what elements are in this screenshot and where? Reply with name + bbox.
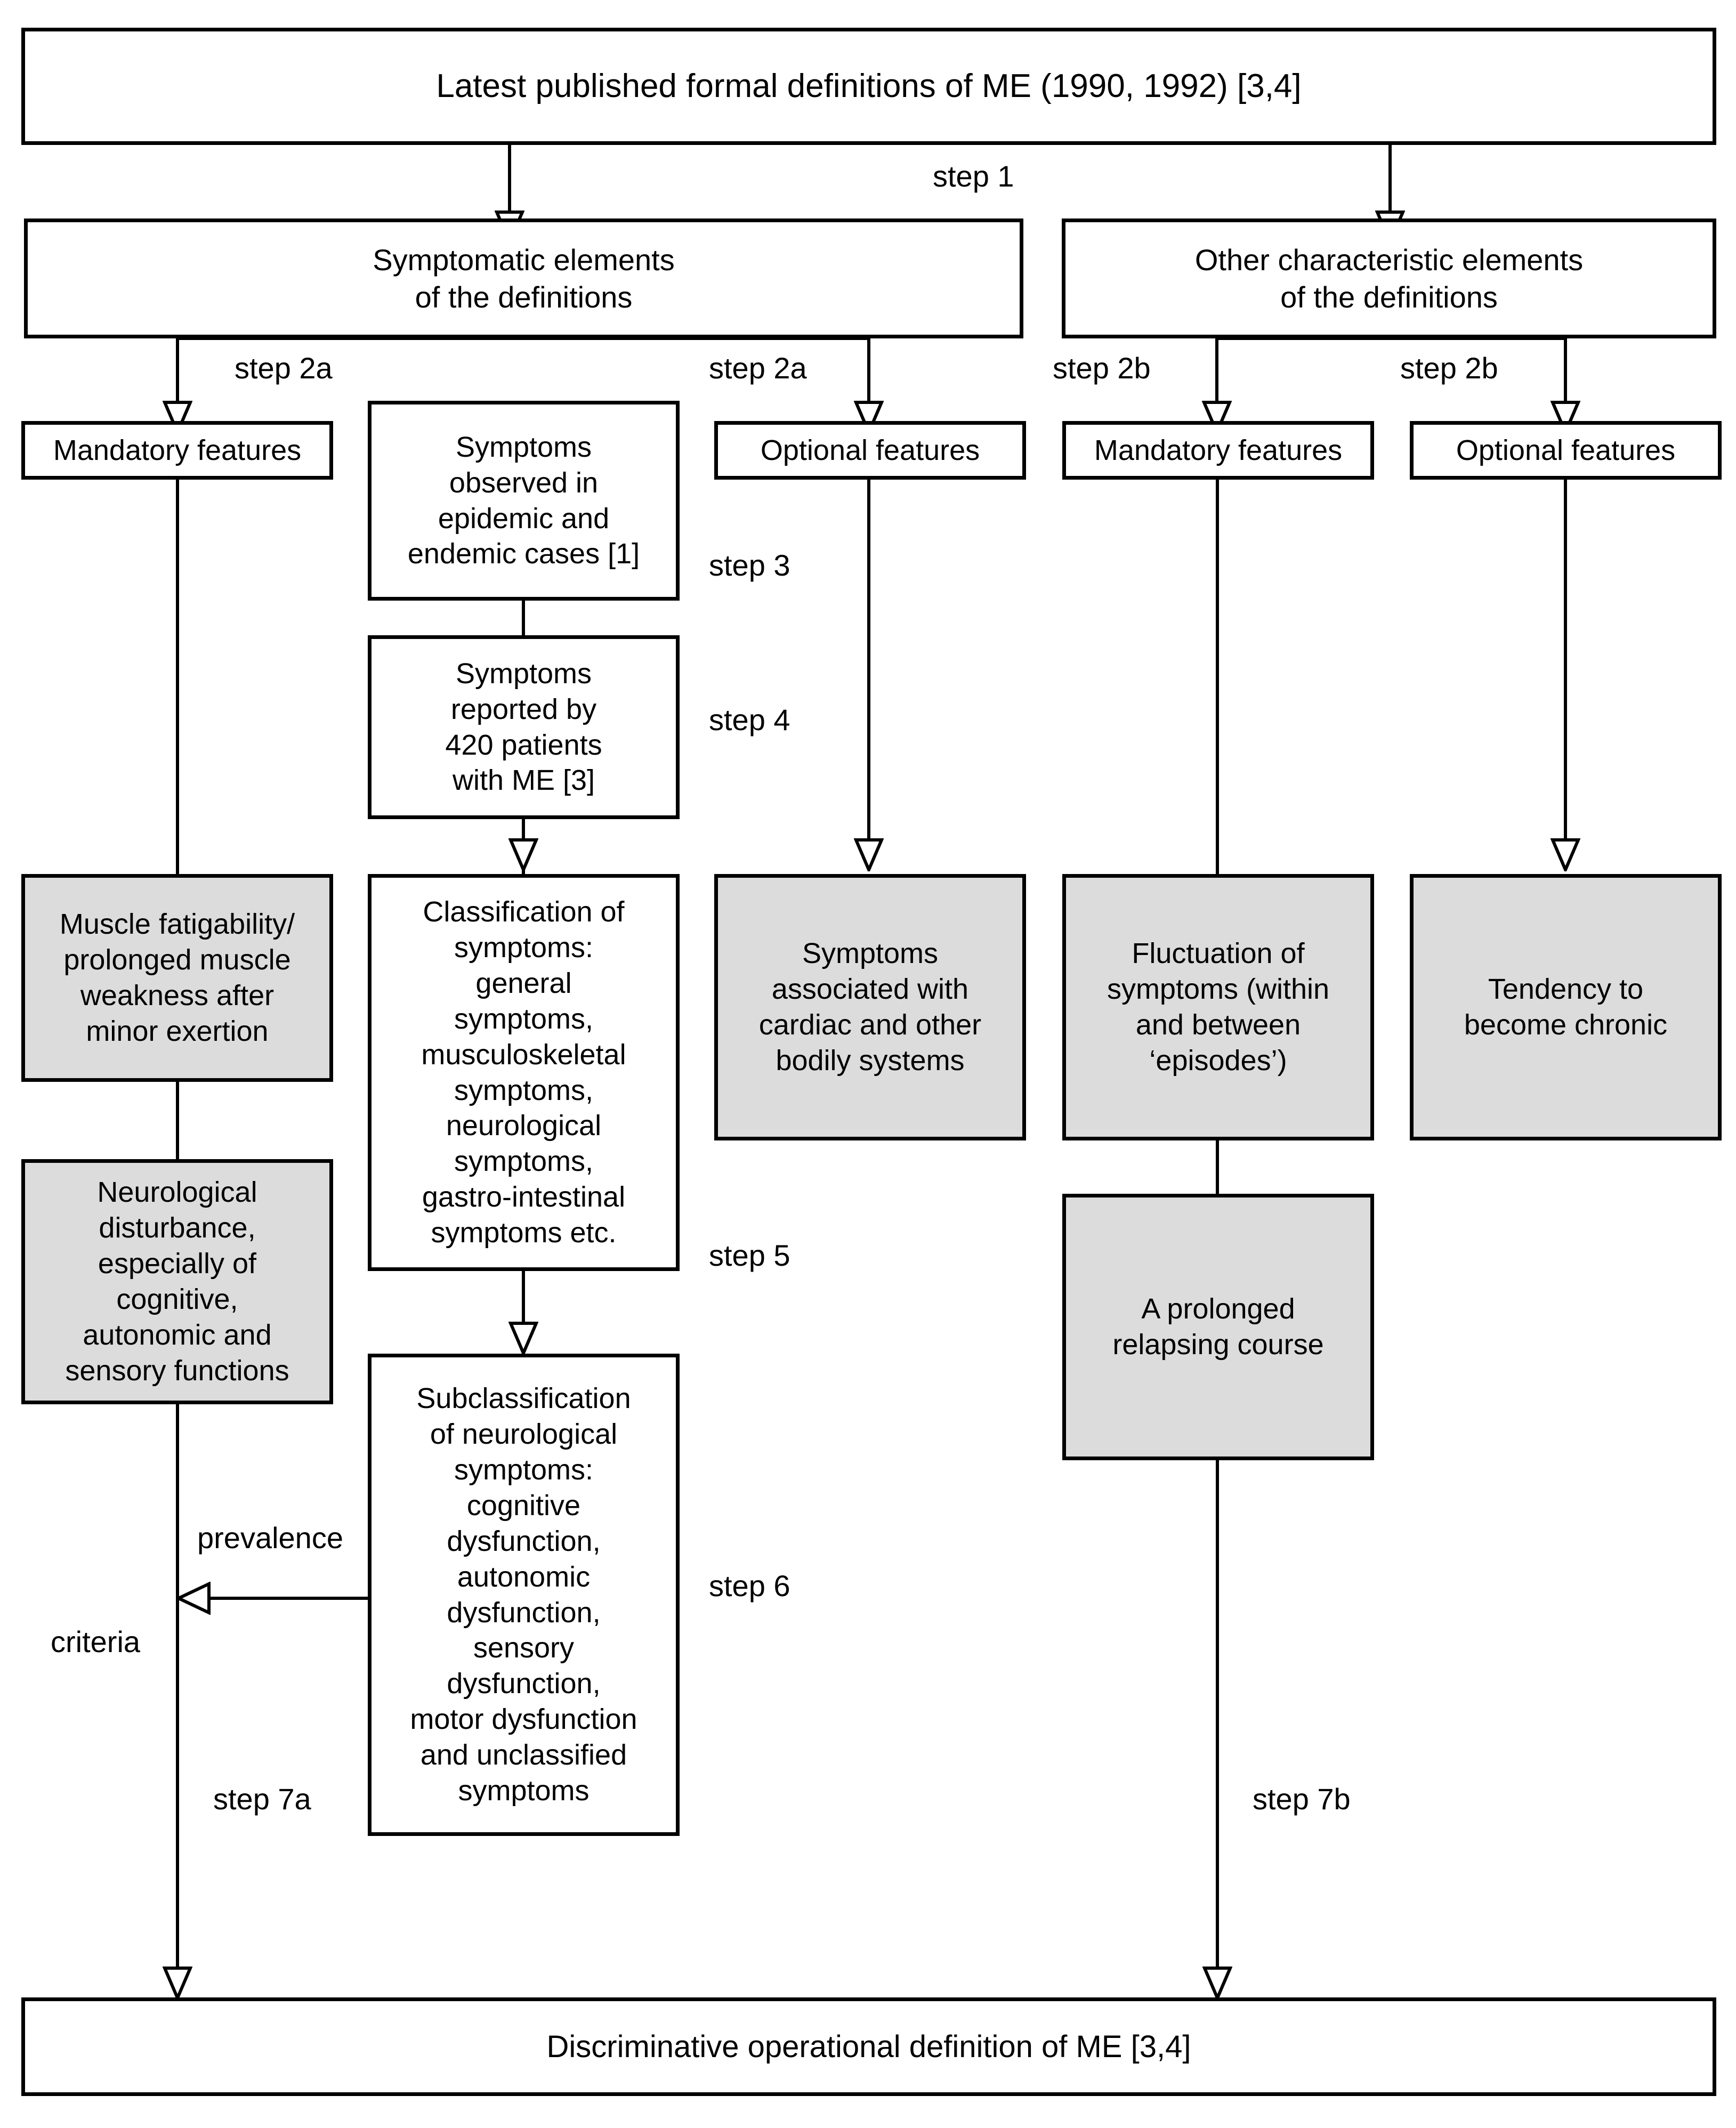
box-classification-of-symptoms: Classification of symptoms: general symp… [368, 874, 680, 1271]
step-label-step4: step 4 [709, 703, 790, 737]
box-symptomatic-elements: Symptomatic elements of the definitions [24, 219, 1023, 338]
box-label: Symptoms associated with cardiac and oth… [758, 937, 982, 1077]
box-label: Muscle fatigability/ prolonged muscle we… [59, 908, 295, 1047]
connector-optional-b-down [1564, 480, 1567, 853]
box-label: Optional features [1456, 434, 1676, 466]
step-label-step2a-right: step 2a [709, 351, 807, 385]
box-label: Discriminative operational definition of… [546, 2029, 1191, 2064]
step-label-step1: step 1 [933, 159, 1014, 193]
connector-mandatory-b-down [1216, 480, 1219, 874]
connector-to-mandatory-b [1215, 337, 1218, 406]
connector-top-to-symptomatic [508, 145, 511, 217]
step-label-step5: step 5 [709, 1239, 790, 1272]
step-label-step7b: step 7b [1253, 1782, 1351, 1816]
connector-optional-a-down [867, 480, 870, 853]
step-label-step2b-right: step 2b [1400, 351, 1498, 385]
box-mandatory-features-a: Mandatory features [21, 421, 333, 480]
box-label: A prolonged relapsing course [1112, 1293, 1324, 1361]
connector-prevalence-criteria [208, 1597, 368, 1600]
connector-step7b-spine [1216, 1460, 1219, 1991]
step-label-step6: step 6 [709, 1569, 790, 1603]
box-label: Subclassification of neurological sympto… [410, 1382, 637, 1807]
connector-observed-to-reported [522, 601, 525, 635]
step-label-step7a: step 7a [213, 1782, 311, 1816]
connector-top-to-other [1388, 145, 1392, 217]
box-label: Mandatory features [1094, 434, 1343, 466]
step-label-step2a-left: step 2a [235, 351, 333, 385]
box-muscle-fatigability: Muscle fatigability/ prolonged muscle we… [21, 874, 333, 1082]
box-mandatory-features-b: Mandatory features [1062, 421, 1374, 480]
box-fluctuation-of-symptoms: Fluctuation of symptoms (within and betw… [1062, 874, 1374, 1140]
connector-muscle-to-neuro [176, 1082, 179, 1159]
box-optional-features-a: Optional features [714, 421, 1026, 480]
box-latest-published-definitions: Latest published formal definitions of M… [21, 28, 1716, 145]
box-symptoms-observed: Symptoms observed in epidemic and endemi… [368, 401, 680, 601]
box-label: Optional features [760, 434, 980, 466]
box-label: Symptoms reported by 420 patients with M… [445, 657, 602, 797]
box-symptoms-cardiac: Symptoms associated with cardiac and oth… [714, 874, 1026, 1140]
box-symptoms-reported: Symptoms reported by 420 patients with M… [368, 635, 680, 819]
connector-to-mandatory-a [176, 337, 179, 406]
connector-classification-to-subclassification [522, 1271, 525, 1343]
box-discriminative-operational-definition: Discriminative operational definition of… [21, 1997, 1716, 2096]
box-label: Symptoms observed in epidemic and endemi… [407, 431, 640, 570]
step-label-step2b-left: step 2b [1053, 351, 1151, 385]
connector-to-optional-a [867, 337, 870, 406]
label-prevalence: prevalence [197, 1521, 343, 1555]
box-label: Neurological disturbance, especially of … [65, 1176, 289, 1387]
connector-step7a-spine [176, 1404, 179, 1991]
connector-to-optional-b [1564, 337, 1567, 406]
box-label: Classification of symptoms: general symp… [421, 895, 626, 1249]
box-label: Tendency to become chronic [1464, 973, 1668, 1041]
step-label-step3: step 3 [709, 548, 790, 582]
box-prolonged-relapsing-course: A prolonged relapsing course [1062, 1194, 1374, 1460]
branch-bus-other [1215, 337, 1565, 340]
arrowhead-left [176, 1582, 211, 1615]
box-neurological-disturbance: Neurological disturbance, especially of … [21, 1159, 333, 1404]
connector-mandatory-a-down [176, 480, 179, 874]
box-label: Other characteristic elements of the def… [1194, 243, 1584, 314]
box-subclassification: Subclassification of neurological sympto… [368, 1354, 680, 1836]
box-optional-features-b: Optional features [1410, 421, 1722, 480]
label-criteria: criteria [51, 1625, 141, 1658]
branch-bus-symptomatic [176, 337, 869, 340]
box-label: Fluctuation of symptoms (within and betw… [1107, 937, 1330, 1077]
connector-fluctuation-to-relapsing [1216, 1140, 1219, 1194]
box-label: Mandatory features [53, 434, 302, 466]
box-other-characteristic-elements: Other characteristic elements of the def… [1062, 219, 1716, 338]
box-label: Symptomatic elements of the definitions [373, 243, 675, 314]
box-tendency-chronic: Tendency to become chronic [1410, 874, 1722, 1140]
box-label: Latest published formal definitions of M… [436, 67, 1302, 104]
